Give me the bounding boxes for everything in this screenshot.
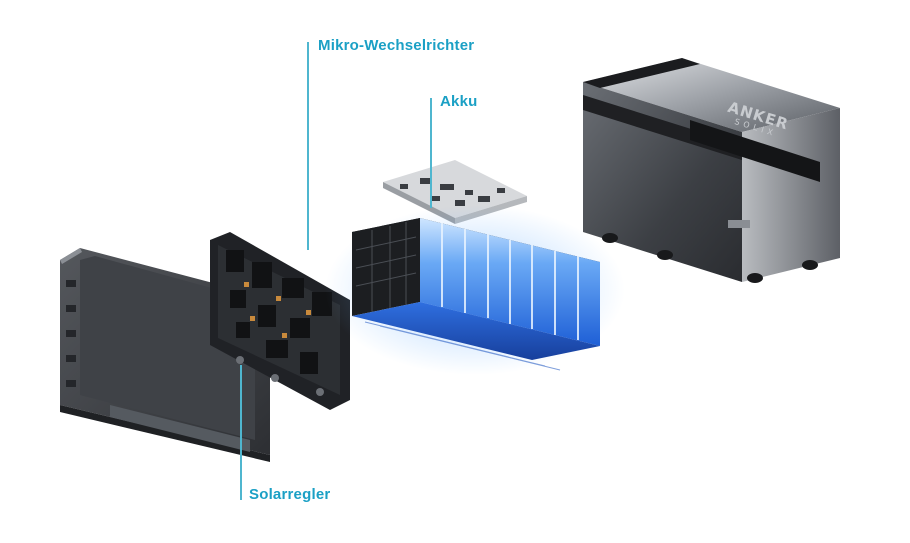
leader-line-micro-inverter bbox=[307, 42, 309, 250]
solarbank-unit bbox=[583, 58, 840, 283]
leader-line-solar-controller bbox=[240, 365, 242, 500]
label-battery: Akku bbox=[440, 93, 478, 110]
circuit-board-assembly bbox=[210, 232, 350, 410]
label-micro-inverter: Mikro-Wechselrichter bbox=[318, 37, 475, 54]
label-solar-controller: Solarregler bbox=[249, 486, 331, 503]
battery-pack bbox=[325, 205, 625, 375]
leader-line-battery bbox=[430, 98, 432, 208]
